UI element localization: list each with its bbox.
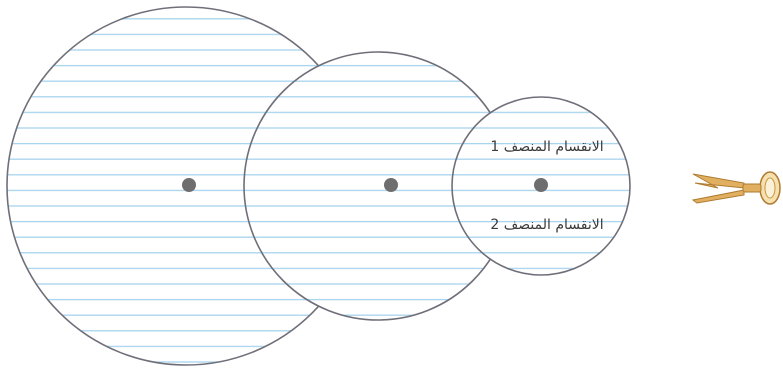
scissors-icon — [693, 172, 780, 204]
large-circle-center-dot — [182, 178, 196, 192]
label-division-1: الانقسام المنصف 1 — [490, 139, 603, 155]
small-circle-center-dot — [534, 178, 548, 192]
label-division-2: الانقسام المنصف 2 — [490, 217, 603, 233]
medium-circle-center-dot — [384, 178, 398, 192]
